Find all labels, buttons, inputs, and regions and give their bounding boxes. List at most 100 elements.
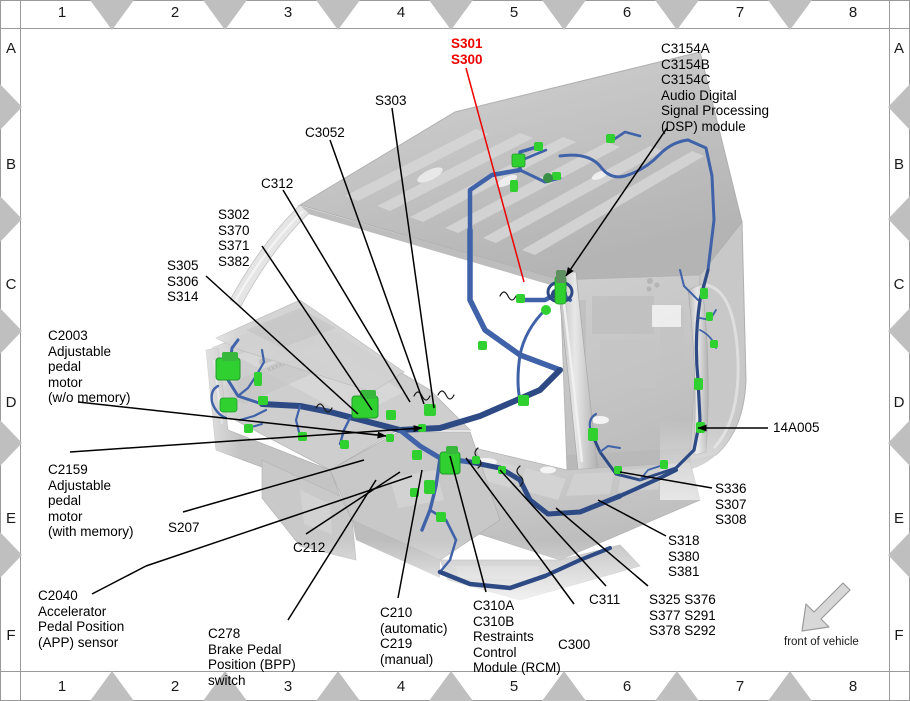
grid-row-left-a: A <box>5 40 16 57</box>
leader-c311 <box>499 469 607 587</box>
leader-c3052 <box>329 139 425 405</box>
leader-s207 <box>182 459 365 513</box>
leader-s303 <box>391 107 435 409</box>
grid-col-top-3: 3 <box>283 4 293 21</box>
grid-marker-right-2 <box>888 196 910 242</box>
grid-marker-right-1 <box>888 84 910 130</box>
grid-col-top-4: 4 <box>396 4 406 21</box>
callout-c2003: C2003 Adjustable pedal motor (w/o memory… <box>48 328 131 405</box>
callout-s301-s300: S301 S300 <box>451 36 483 67</box>
callout-c310-rcm: C310A C310B Restraints Control Module (R… <box>473 598 561 675</box>
grid-marker-left-2 <box>0 196 22 242</box>
leader-s302-group <box>261 245 373 411</box>
grid-marker-bottom-7 <box>768 671 812 701</box>
grid-col-bottom-5: 5 <box>509 678 519 695</box>
callout-s302-group: S302 S370 S371 S382 <box>218 207 250 269</box>
grid-row-left-c: C <box>5 276 17 293</box>
grid-row-right-d: D <box>893 394 905 411</box>
grid-row-left-d: D <box>5 394 17 411</box>
grid-col-bottom-1: 1 <box>57 678 67 695</box>
grid-col-top-2: 2 <box>170 4 180 21</box>
grid-col-bottom-6: 6 <box>622 678 632 695</box>
callout-s336-group: S336 S307 S308 <box>715 481 747 527</box>
grid-col-bottom-7: 7 <box>735 678 745 695</box>
leader-s318-group <box>597 499 667 537</box>
grid-marker-bottom-6 <box>655 671 699 701</box>
grid-marker-top-3 <box>316 0 360 30</box>
callout-c312: C312 <box>261 176 294 191</box>
leader-s301-s300 <box>465 67 525 283</box>
grid-col-top-1: 1 <box>57 4 67 21</box>
grid-row-right-c: C <box>893 276 905 293</box>
leader-lines <box>69 67 768 621</box>
callout-c278: C278 Brake Pedal Position (BPP) switch <box>208 626 296 688</box>
grid-row-right-f: F <box>894 627 904 644</box>
grid-row-right-a: A <box>893 40 904 57</box>
grid-marker-top-4 <box>429 0 473 30</box>
grid-row-left-f: F <box>6 627 16 644</box>
callout-s325-group: S325 S376 S377 S291 S378 S292 <box>649 592 716 638</box>
grid-marker-right-4 <box>888 420 910 466</box>
grid-marker-bottom-5 <box>542 671 586 701</box>
grid-marker-bottom-4 <box>429 671 473 701</box>
grid-marker-top-2 <box>203 0 247 30</box>
callout-c300: C300 <box>558 637 591 652</box>
leader-c2040-a <box>91 565 147 595</box>
grid-marker-left-5 <box>0 532 22 578</box>
grid-marker-left-1 <box>0 84 22 130</box>
leader-c212 <box>305 471 401 535</box>
grid-marker-left-3 <box>0 308 22 354</box>
leader-s305-group <box>205 275 359 415</box>
harness-connectors <box>215 134 718 522</box>
grid-col-bottom-4: 4 <box>396 678 406 695</box>
callout-c212: C212 <box>293 540 326 555</box>
grid-marker-top-7 <box>768 0 812 30</box>
leader-c310-rcm <box>449 455 487 593</box>
grid-marker-right-3 <box>888 308 910 354</box>
grid-marker-bottom-1 <box>90 671 134 701</box>
leader-c312 <box>282 189 411 403</box>
grid-col-top-8: 8 <box>848 4 858 21</box>
grid-row-left-e: E <box>5 510 16 527</box>
leader-c300 <box>465 457 575 605</box>
grid-marker-top-5 <box>542 0 586 30</box>
grid-col-top-6: 6 <box>622 4 632 21</box>
callout-14a005: 14A005 <box>773 420 820 435</box>
grid-col-bottom-3: 3 <box>283 678 293 695</box>
grid-row-left-b: B <box>5 156 16 173</box>
callout-c311: C311 <box>589 592 621 607</box>
leader-c278 <box>287 479 377 621</box>
callout-c210-c219: C210 (automatic) C219 (manual) <box>380 605 448 667</box>
grid-row-right-b: B <box>893 156 904 173</box>
grid-marker-bottom-2 <box>203 671 247 701</box>
grid-col-top-7: 7 <box>735 4 745 21</box>
callout-s318-group: S318 S380 S381 <box>668 533 700 579</box>
grid-row-right-e: E <box>893 510 904 527</box>
grid-marker-right-5 <box>888 532 910 578</box>
grid-marker-top-1 <box>90 0 134 30</box>
leader-c2040-b <box>145 475 413 567</box>
grid-col-bottom-8: 8 <box>848 678 858 695</box>
grid-marker-top-6 <box>655 0 699 30</box>
callout-c3154-dsp: C3154A C3154B C3154C Audio Digital Signa… <box>661 41 770 134</box>
leader-s325-group <box>555 507 649 587</box>
callout-s303: S303 <box>375 93 407 108</box>
front-of-vehicle-arrow <box>801 582 851 632</box>
leader-c3154-dsp <box>565 127 668 277</box>
leader-c2159 <box>69 425 423 453</box>
grid-marker-bottom-3 <box>316 671 360 701</box>
callout-s207: S207 <box>168 520 200 535</box>
grid-col-top-5: 5 <box>509 4 519 21</box>
callout-c3052: C3052 <box>305 125 345 140</box>
callout-s305-group: S305 S306 S314 <box>167 258 199 304</box>
callout-c2040: C2040 Accelerator Pedal Position (APP) s… <box>38 588 125 650</box>
grid-marker-left-4 <box>0 420 22 466</box>
leader-c2003 <box>77 401 387 439</box>
leader-s336-group <box>619 471 713 489</box>
grid-col-bottom-2: 2 <box>170 678 180 695</box>
leader-c210-c219 <box>397 469 423 599</box>
front-of-vehicle-label: front of vehicle <box>784 636 859 648</box>
